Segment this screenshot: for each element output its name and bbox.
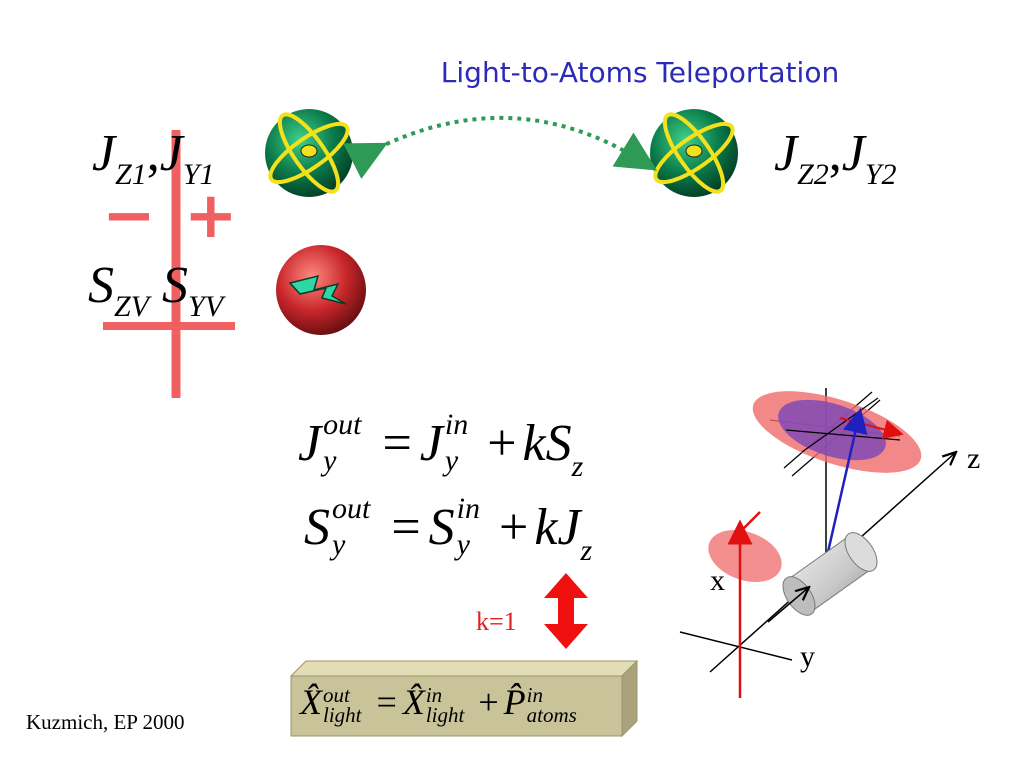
axis-label-x: x: [710, 564, 725, 597]
atoms1-label: JZ1,JY1: [92, 125, 215, 191]
slide-title: Light-to-Atoms Teleportation: [440, 56, 840, 89]
credit-text: Kuzmich, EP 2000: [26, 710, 185, 734]
light-label: SZV,SYV: [88, 257, 224, 323]
k-label: k=1: [476, 607, 517, 636]
equation-box: [289, 659, 639, 738]
atoms2-label: JZ2,JY2: [774, 125, 897, 191]
double-arrow-icon: [544, 573, 588, 649]
axis-label-z: z: [967, 442, 981, 475]
light-pulse-icon: [276, 245, 366, 335]
atom-sphere-icon: [265, 109, 353, 197]
atom-sphere-icon: [650, 109, 738, 197]
teleport-arrow: [343, 116, 658, 179]
minus-sign: −: [102, 179, 156, 253]
axis-label-y: y: [800, 640, 815, 673]
axes-diagram: [679, 388, 955, 698]
plus-sign: +: [184, 179, 238, 253]
